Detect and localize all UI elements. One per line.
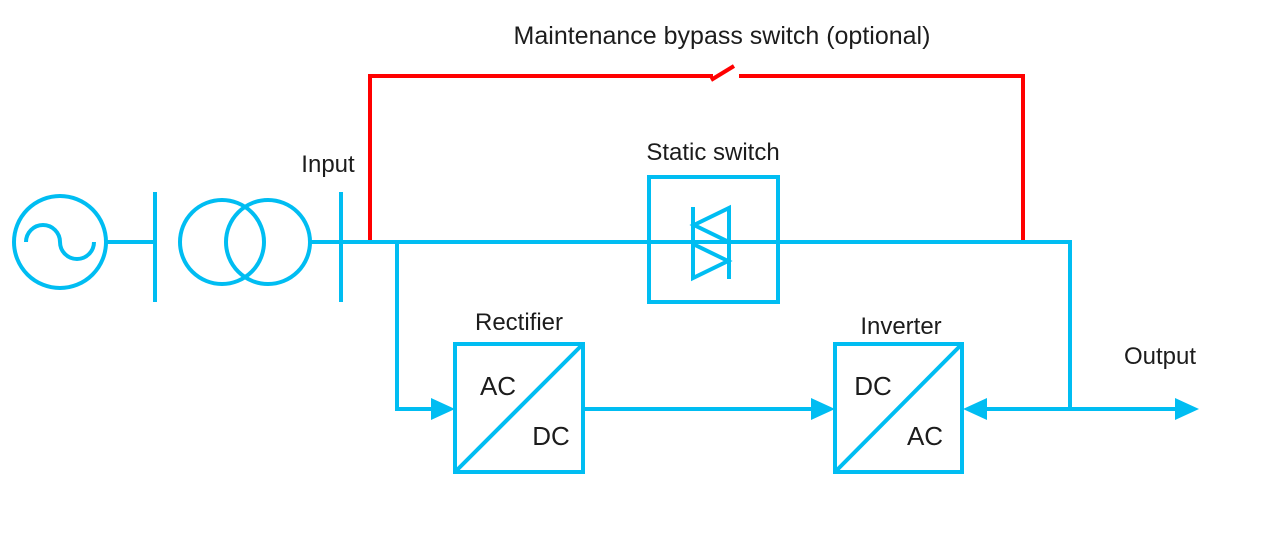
inverter-input-arrow <box>811 398 835 420</box>
transformer-symbol <box>178 198 312 286</box>
maintenance-bypass-label: Maintenance bypass switch (optional) <box>514 22 931 50</box>
bypass-switch-blade-icon <box>709 64 736 82</box>
inverter-return-arrow <box>963 398 987 420</box>
transformer-primary-circle <box>178 198 266 286</box>
static-switch-label: Static switch <box>646 139 779 166</box>
maintenance-bypass-path <box>368 64 1025 240</box>
inverter-box <box>833 342 964 474</box>
sine-wave-icon <box>24 223 96 261</box>
rectifier-input-arrow <box>431 398 455 420</box>
static-switch-box <box>647 175 780 304</box>
thyristor-lower-triangle <box>691 240 733 282</box>
thyristor-upper-triangle <box>689 204 731 246</box>
rectifier-ac-label: AC <box>480 371 516 401</box>
inverter-dc-label: DC <box>854 371 892 401</box>
rectifier-block: AC DC <box>453 342 585 474</box>
rectifier-dc-label: DC <box>532 421 570 451</box>
bypass-line-left <box>368 74 713 240</box>
output-arrow <box>1175 398 1199 420</box>
rectifier-label: Rectifier <box>475 309 563 336</box>
inverter-diagonal <box>833 342 964 474</box>
input-label: Input <box>301 151 355 178</box>
thyristor-pair-icon <box>689 204 733 282</box>
ac-source-symbol <box>12 194 108 290</box>
output-label: Output <box>1124 343 1196 370</box>
static-switch-block <box>647 175 780 304</box>
main-bus-line <box>343 240 1072 409</box>
rectifier-diagonal <box>453 342 585 474</box>
transformer-secondary-circle <box>224 198 312 286</box>
bypass-line-right <box>739 74 1025 240</box>
inverter-label: Inverter <box>860 313 941 340</box>
inverter-block: DC AC <box>833 342 964 474</box>
rectifier-feed-line <box>395 242 433 411</box>
inverter-ac-label: AC <box>907 421 943 451</box>
